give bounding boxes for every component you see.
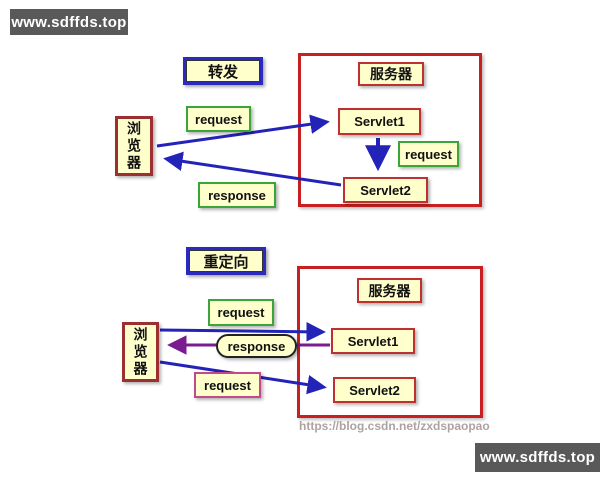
redirect-servlet2-box: Servlet2	[333, 377, 416, 403]
redirect-request1-label: request	[208, 299, 274, 326]
watermark-banner-top: www.sdffds.top	[10, 9, 128, 35]
redirect-response-label: response	[216, 334, 297, 358]
forward-browser-box: 浏览器	[115, 116, 153, 176]
forward-servlet1-box: Servlet1	[338, 108, 421, 135]
forward-request-label: request	[186, 106, 251, 132]
redirect-browser-box: 浏览器	[122, 322, 159, 382]
forward-servlet2-box: Servlet2	[343, 177, 428, 203]
redirect-title: 重定向	[186, 247, 266, 275]
redirect-servlet1-box: Servlet1	[331, 328, 415, 354]
forward-server-label: 服务器	[358, 62, 424, 86]
watermark-banner-bottom: www.sdffds.top	[475, 443, 600, 472]
forward-internal-request-label: request	[398, 141, 459, 167]
redirect-server-label: 服务器	[357, 278, 422, 303]
watermark-url-text: https://blog.csdn.net/zxdspaopao	[299, 419, 490, 433]
forward-title: 转发	[183, 57, 263, 85]
redirect-request2-label: request	[194, 372, 261, 398]
forward-response-label: response	[198, 182, 276, 208]
